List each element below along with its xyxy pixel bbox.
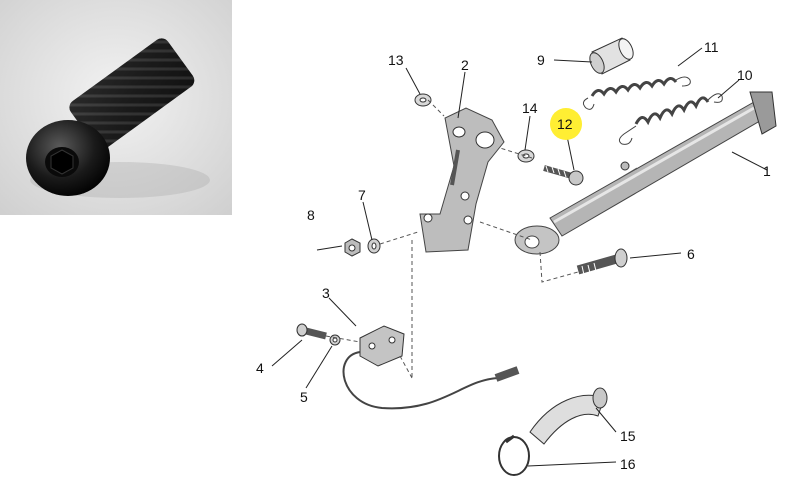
callout-16: 16 <box>620 456 636 472</box>
part-6-pivot-bolt <box>576 248 628 276</box>
callout-7: 7 <box>358 187 366 203</box>
bolt-photo <box>0 0 232 215</box>
part-1-kickstand <box>514 91 777 255</box>
callout-10: 10 <box>737 67 753 83</box>
callout-8: 8 <box>307 207 315 223</box>
callout-14: 14 <box>522 100 538 116</box>
callout-3: 3 <box>322 285 330 301</box>
bolt-button-head <box>26 120 110 196</box>
bolt-threaded-shank <box>69 38 195 150</box>
callout-12: 12 <box>557 116 573 132</box>
part-12-bolt <box>543 165 584 186</box>
part-10-spring <box>618 93 723 145</box>
callout-12-highlight <box>550 108 582 140</box>
assembly-guide-lines <box>325 99 579 379</box>
callout-2: 2 <box>461 57 469 73</box>
part-3-side-stand-switch <box>342 325 520 410</box>
part-9-sleeve <box>589 37 634 75</box>
leader-lines <box>271 47 768 467</box>
callout-9: 9 <box>537 52 545 68</box>
part-13-washer <box>414 93 432 107</box>
callout-6: 6 <box>687 246 695 262</box>
part-7-washer <box>367 238 381 254</box>
part-16-clip-ring <box>498 434 530 476</box>
callout-13: 13 <box>388 52 404 68</box>
part-14-washer <box>517 149 535 163</box>
part-15-rubber-cover <box>529 387 608 445</box>
part-4-screw <box>296 323 327 340</box>
hex-socket-icon <box>50 149 74 175</box>
part-8-nut <box>344 238 361 257</box>
part-5-washer <box>329 334 341 346</box>
callout-labels: 1 2 3 4 5 6 7 8 9 10 11 12 13 14 15 16 <box>256 39 771 472</box>
exploded-parts-diagram: 1 2 3 4 5 6 7 8 9 10 11 12 13 14 15 16 <box>256 37 777 476</box>
callout-15: 15 <box>620 428 636 444</box>
callout-1: 1 <box>763 163 771 179</box>
callout-11: 11 <box>704 39 719 55</box>
part-2-bracket <box>419 107 505 253</box>
callout-4: 4 <box>256 360 264 376</box>
part-11-spring <box>582 76 691 110</box>
callout-5: 5 <box>300 389 308 405</box>
